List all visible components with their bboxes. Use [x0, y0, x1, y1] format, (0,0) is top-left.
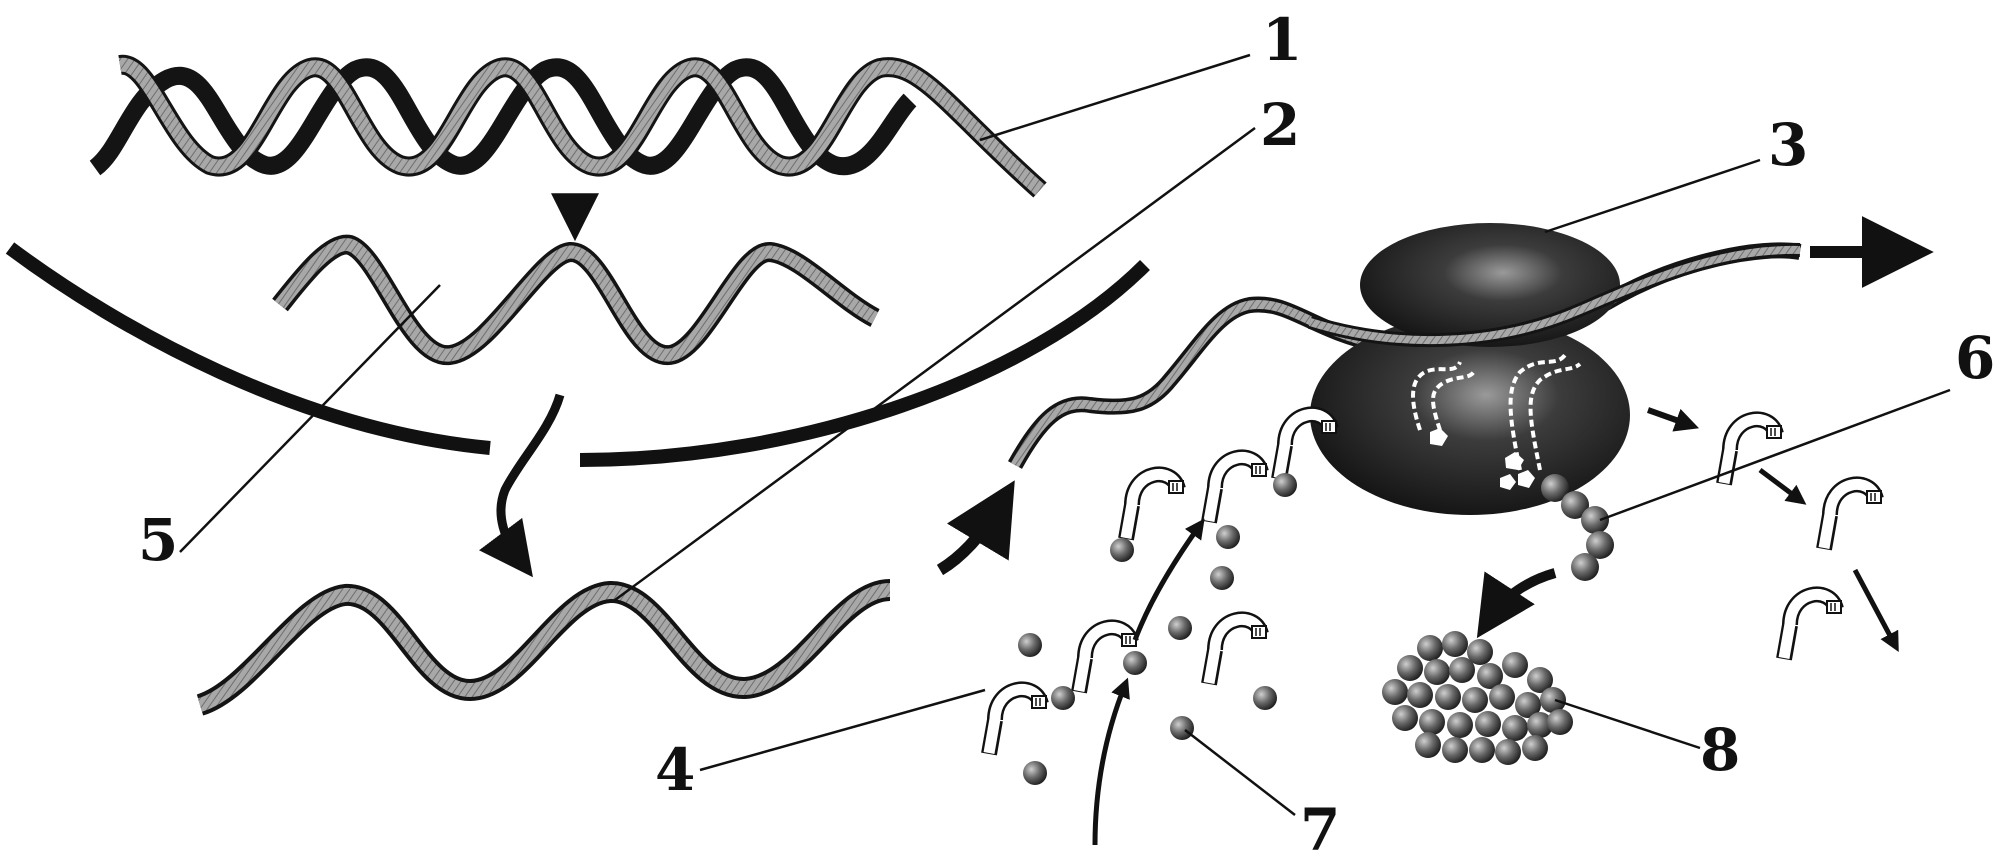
- label-7: 7: [1300, 796, 1340, 860]
- label-5: 5: [138, 506, 178, 574]
- nuclear-envelope-left: [5, 242, 491, 455]
- leader-line-5: [179, 284, 441, 553]
- activation-arrow: [1132, 518, 1205, 641]
- leader-line-6: [1599, 388, 1951, 522]
- ribosome-bound-trna: [1411, 353, 1582, 471]
- amino-acids-in-ribosome: [1430, 428, 1535, 490]
- polypeptide-chain: [1541, 474, 1614, 581]
- leader-line-1: [979, 53, 1251, 142]
- leader-line-2: [614, 126, 1256, 602]
- pre-mrna-strand: [272, 234, 880, 365]
- mature-mrna-strand: [196, 579, 892, 716]
- ribosome-large-subunit: [1310, 315, 1630, 515]
- free-amino-acids: [1018, 473, 1297, 785]
- trna-exit-arrow-1: [1758, 468, 1807, 505]
- trna-exit-arrow-2: [1852, 568, 1899, 653]
- label-2: 2: [1260, 91, 1300, 159]
- label-3: 3: [1768, 111, 1808, 179]
- translocation-arrow: [936, 480, 1015, 576]
- leader-line-8: [1554, 698, 1701, 750]
- folded-protein: [1382, 631, 1573, 765]
- label-4: 4: [655, 736, 695, 804]
- nuclear-envelope-right: [579, 260, 1150, 467]
- leader-line-4: [699, 688, 986, 772]
- folding-arrow: [1476, 568, 1557, 639]
- trna-release-arrow: [1646, 407, 1700, 432]
- dna-double-helix: [89, 55, 1047, 198]
- amino-acid-supply-arrow: [1092, 677, 1130, 846]
- leader-line-3: [1544, 158, 1761, 234]
- export-arrow: [478, 393, 565, 578]
- ribosome-small-subunit: [1360, 223, 1620, 347]
- leader-line-7: [1184, 729, 1296, 816]
- label-1: 1: [1262, 6, 1302, 74]
- label-6: 6: [1955, 324, 1995, 392]
- ribosome: [1307, 223, 1801, 515]
- label-8: 8: [1700, 716, 1740, 784]
- leader-lines: [179, 53, 1951, 816]
